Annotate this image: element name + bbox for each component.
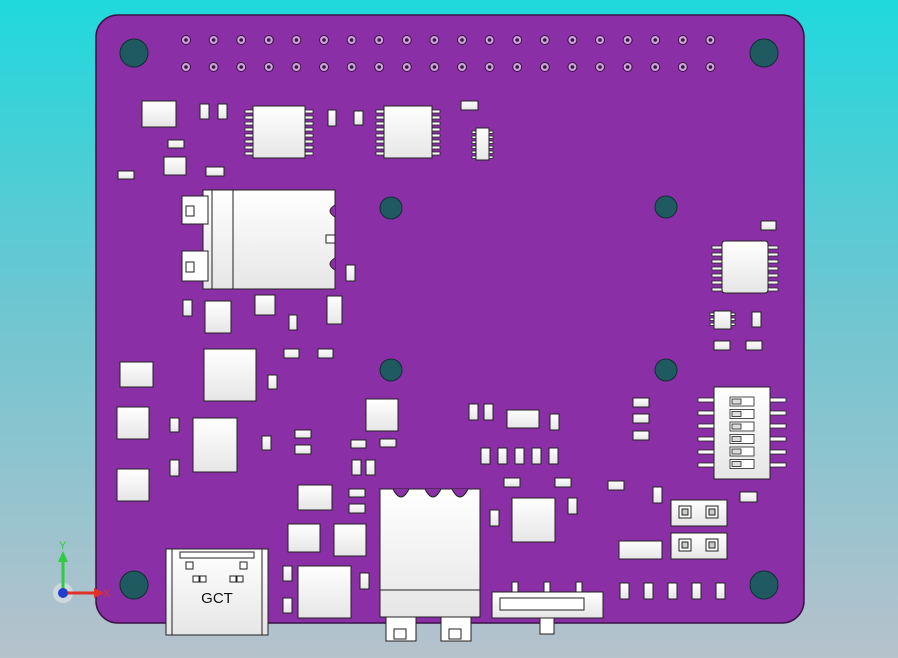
- right-side-ic: [709, 240, 779, 326]
- barrel-jack: [379, 488, 481, 642]
- mid-right-components: [468, 397, 663, 560]
- power-connector-block: [181, 189, 336, 290]
- usb-c-connector: [165, 548, 269, 636]
- led-pair: [670, 499, 728, 560]
- gpio-header-pads: [181, 35, 716, 72]
- usb-connector-label: GCT: [201, 590, 233, 607]
- top-left-components: [117, 100, 479, 180]
- right-small-parts: [713, 220, 777, 503]
- soic-chip-2: [375, 105, 441, 159]
- bottom-right-resistors: [619, 582, 726, 600]
- small-ic-top: [471, 127, 494, 161]
- axis-x-label: X: [103, 588, 111, 600]
- slide-switch: [491, 581, 604, 635]
- mid-left-components: [116, 264, 370, 619]
- soic-chip-1: [244, 105, 314, 159]
- axis-y-label: Y: [59, 540, 67, 552]
- qfn-chip-center: [348, 398, 399, 514]
- mounting-holes: [119, 38, 779, 600]
- dip-switch: [697, 386, 787, 480]
- axis-triad: [53, 551, 104, 603]
